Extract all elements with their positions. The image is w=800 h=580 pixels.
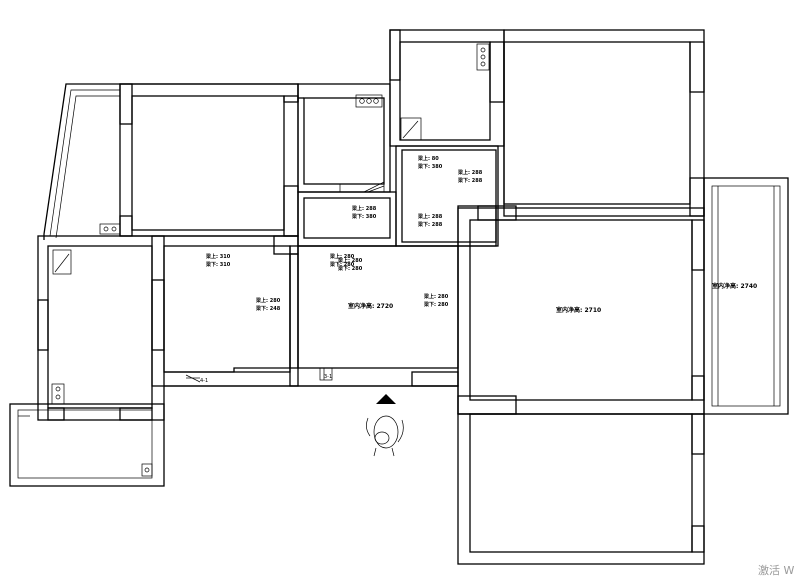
lower-right-bedroom — [457, 413, 705, 565]
beam-up-label-bath-3: 梁上: 288 — [417, 213, 443, 220]
beam-up-label-study: 梁上: 310 — [205, 253, 231, 260]
beam-up-label-kitchen: 梁上: 280 — [337, 257, 363, 264]
socket-icon — [99, 223, 121, 235]
beam-down-label-kitchen: 梁下: 280 — [337, 265, 363, 272]
beam-down-label-living-right: 梁下: 280 — [423, 301, 449, 308]
beam-down-label-bath-2: 梁下: 288 — [457, 177, 483, 184]
shower-room — [395, 145, 499, 247]
beam-up-label-bath-2: 梁上: 288 — [457, 169, 483, 176]
beam-up-label-living-top: 梁上: 280 — [329, 253, 355, 260]
upper-left-bedroom — [99, 83, 299, 237]
toilet-icon — [400, 117, 422, 141]
toilet-icon — [52, 249, 72, 275]
clear-height-label-master: 室内净高: 2710 — [556, 306, 601, 314]
beam-up-label-hall-top: 梁上: 288 — [351, 205, 377, 212]
lower-left-balcony — [9, 403, 165, 487]
bathroom-top — [389, 29, 505, 147]
socket-icon — [476, 43, 490, 71]
upper-right-bedroom — [477, 29, 705, 221]
beam-down-label-bath-1: 梁下: 380 — [417, 163, 443, 170]
entrance-wall — [164, 385, 459, 414]
socket-icon — [141, 463, 153, 477]
beam-down-label-study-right: 梁下: 248 — [255, 305, 281, 312]
entrance — [366, 394, 404, 457]
kitchen-corridor — [297, 191, 397, 247]
beam-up-label-bath-1: 梁上: 80 — [417, 155, 439, 162]
clear-height-label-balcony: 室内净高: 2740 — [712, 282, 757, 290]
beam-down-label-study: 梁下: 310 — [205, 261, 231, 268]
beam-down-label-living-top: 梁下: 280 — [329, 261, 355, 268]
gas-burner-icon — [355, 94, 383, 108]
beam-down-label-hall-top: 梁下: 380 — [351, 213, 377, 220]
clear-height-label-living: 室内净高: 2720 — [348, 302, 393, 310]
kitchen — [297, 83, 391, 193]
socket-icon — [51, 383, 65, 405]
left-bedroom — [37, 235, 165, 421]
person-icon — [366, 415, 404, 457]
living-room — [289, 245, 459, 387]
section-marker-m1: 4-1 — [200, 378, 208, 384]
watermark-text: 激活 W — [758, 563, 794, 577]
beam-up-label-study-right: 梁上: 280 — [255, 297, 281, 304]
left-balcony — [43, 83, 120, 240]
beam-down-label-bath-3: 梁下: 288 — [417, 221, 443, 228]
beam-up-label-living-right: 梁上: 280 — [423, 293, 449, 300]
arrow-up-icon — [376, 394, 396, 404]
section-marker-m2: 3-1 — [324, 374, 332, 380]
right-balcony — [703, 177, 789, 415]
